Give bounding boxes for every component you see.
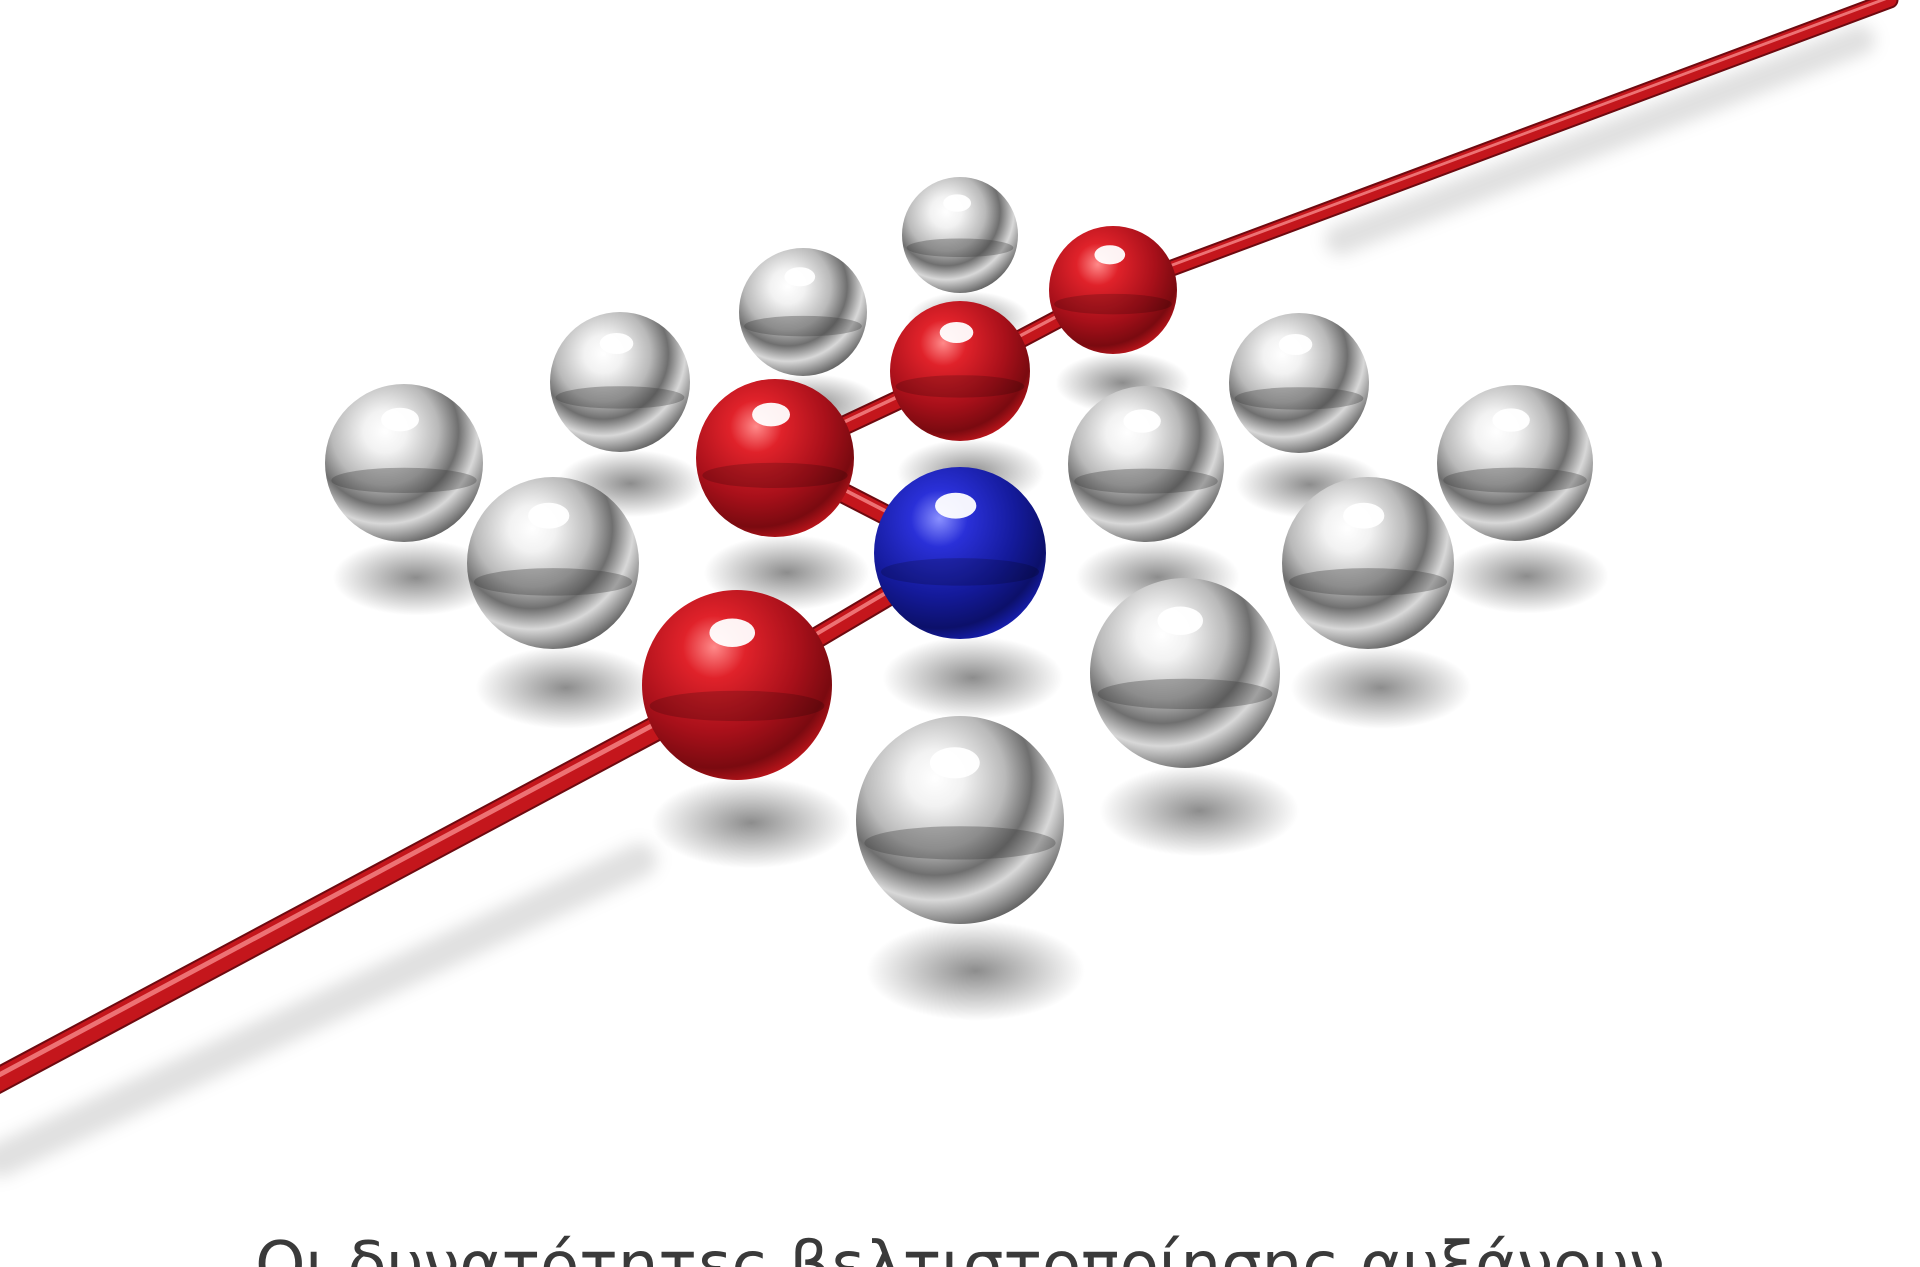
path-sphere (642, 590, 832, 780)
chrome-sphere (467, 477, 639, 649)
chrome-sphere-body (1090, 578, 1280, 768)
sphere-reflection (555, 386, 685, 409)
sphere-shadow (1290, 646, 1472, 729)
sphere-highlight (1094, 245, 1126, 265)
sphere-reflection (744, 315, 862, 337)
chrome-sphere (550, 312, 690, 452)
sphere-highlight (709, 618, 756, 647)
chrome-sphere (856, 716, 1064, 924)
chrome-sphere (1068, 386, 1224, 542)
slide-caption: Οι δυνατότητες βελτιστοποίησης αυξάνουν (255, 1229, 1665, 1267)
sphere-highlight (1157, 606, 1204, 635)
sphere-reflection (1074, 468, 1218, 494)
chrome-sphere-body (739, 248, 867, 376)
chrome-sphere (1229, 313, 1369, 453)
chrome-sphere-body (325, 384, 483, 542)
sphere-shadow (475, 646, 657, 729)
chrome-sphere (1090, 578, 1280, 768)
path-sphere (696, 379, 854, 537)
sphere-highlight (1343, 502, 1385, 529)
sphere-highlight (1278, 334, 1313, 355)
chrome-sphere (902, 177, 1018, 293)
sphere-reflection (880, 558, 1040, 586)
path-segment-highlight (1111, 0, 1887, 289)
sphere-reflection (1097, 678, 1273, 710)
sphere-highlight (929, 747, 980, 779)
sphere-shadow (866, 920, 1085, 1021)
sphere-highlight (599, 333, 634, 354)
path-sphere-body (642, 590, 832, 780)
chrome-sphere-body (1282, 477, 1454, 649)
sphere-shadow (1099, 765, 1299, 857)
chrome-sphere-body (1437, 385, 1593, 541)
chrome-sphere-body (1068, 386, 1224, 542)
sphere-reflection (702, 462, 848, 489)
chrome-sphere-body (1229, 313, 1369, 453)
path-sphere-body (890, 301, 1030, 441)
chrome-sphere (1282, 477, 1454, 649)
sphere-reflection (1288, 568, 1448, 596)
path-shadow (0, 843, 657, 1177)
chrome-sphere-body (550, 312, 690, 452)
sphere-shadow (332, 539, 499, 616)
highlighted-sphere (874, 467, 1046, 639)
path-sphere (890, 301, 1030, 441)
sphere-reflection (1054, 293, 1172, 315)
sphere-shadow (651, 777, 851, 869)
chrome-sphere-body (856, 716, 1064, 924)
sphere-reflection (473, 568, 633, 596)
highlighted-sphere-body (874, 467, 1046, 639)
chrome-sphere (1437, 385, 1593, 541)
sphere-highlight (939, 322, 974, 343)
sphere-reflection (331, 467, 477, 494)
sphere-highlight (784, 267, 816, 287)
sphere-group (325, 177, 1593, 924)
path-sphere-body (1049, 226, 1177, 354)
sphere-highlight (381, 407, 420, 432)
sphere-reflection (649, 690, 825, 722)
path-segment (0, 674, 748, 1092)
sphere-highlight (1492, 408, 1530, 432)
path-sphere (1049, 226, 1177, 354)
sphere-reflection (1443, 467, 1587, 493)
chrome-sphere-body (467, 477, 639, 649)
sphere-shadow (1444, 538, 1609, 614)
chrome-sphere (739, 248, 867, 376)
sphere-reflection (895, 375, 1025, 398)
path-segment (1106, 0, 1897, 297)
chrome-sphere (325, 384, 483, 542)
chrome-sphere-body (902, 177, 1018, 293)
path-shadow (1325, 25, 1875, 255)
sphere-highlight (943, 194, 972, 212)
path-sphere-body (696, 379, 854, 537)
sphere-highlight (935, 492, 977, 519)
sphere-shadow (882, 636, 1064, 719)
sphere-highlight (1123, 409, 1161, 433)
sphere-highlight (752, 402, 791, 427)
path-segment-highlight (0, 677, 740, 1078)
sphere-highlight (528, 502, 570, 529)
sphere-reflection (1234, 387, 1364, 410)
sphere-reflection (864, 826, 1056, 860)
sphere-reflection (906, 238, 1014, 258)
